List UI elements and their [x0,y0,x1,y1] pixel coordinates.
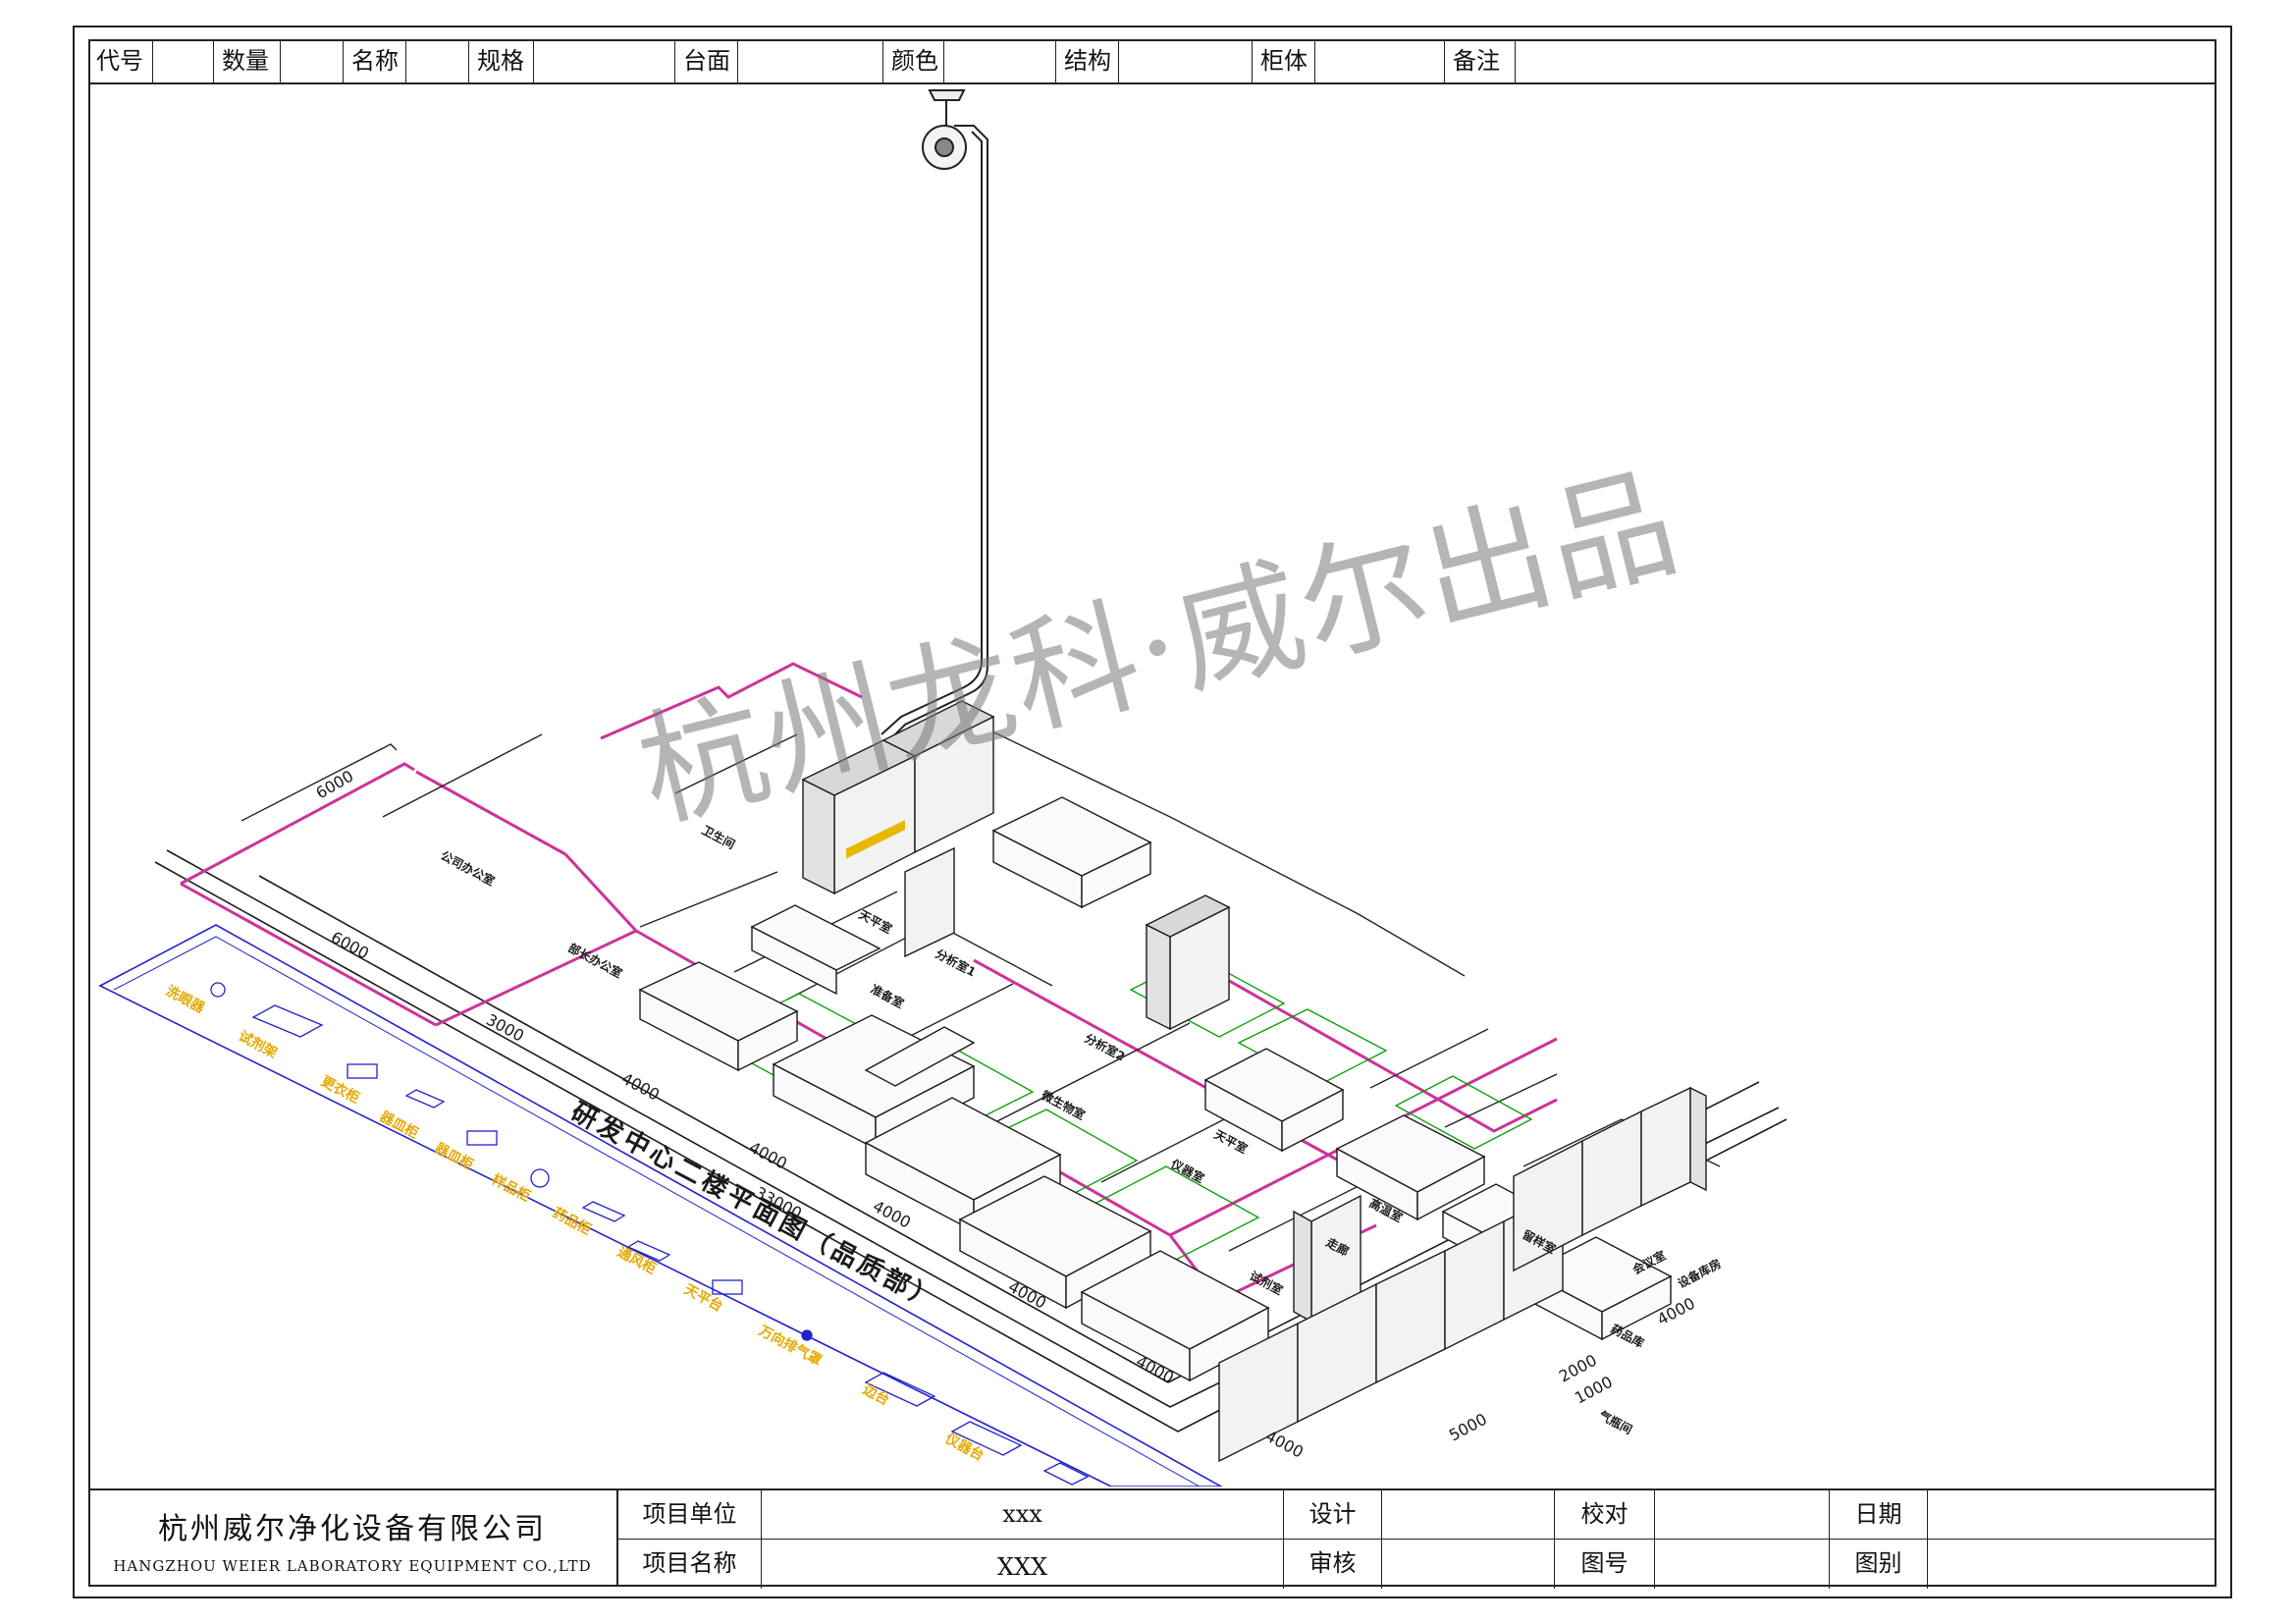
room-label-instrument-room: 仪器室 [1168,1156,1207,1186]
room-label-gas-room: 气瓶间 [1596,1407,1635,1437]
header-cell-cabinet-label: 柜体 [1253,39,1315,82]
header-cell-quantity-label: 数量 [214,39,281,82]
check-label: 校对 [1555,1490,1655,1540]
header-cell-structure-value [1119,39,1253,82]
design-value [1382,1490,1555,1540]
header-cell-spec-value [534,39,675,82]
header-cell-code-label: 代号 [88,39,153,82]
title-block: 杭州威尔净化设备有限公司 HANGZHOU WEIER LABORATORY E… [88,1488,2216,1589]
header-cell-quantity-value [281,39,344,82]
design-label: 设计 [1284,1490,1382,1540]
legend-label-instrument-bench: 仪器台 [941,1430,987,1464]
project-unit-value: xxx [762,1490,1284,1540]
header-cell-name-value [406,39,469,82]
room-label-equipment-storage: 设备库房 [1675,1256,1723,1291]
dimension-label: 6000 [328,928,372,963]
category-value [1928,1540,2216,1589]
header-cell-cabinet-value [1315,39,1445,82]
header-cell-color-label: 颜色 [883,39,944,82]
header-cell-code-value [153,39,214,82]
review-label: 审核 [1284,1540,1382,1589]
dimension-label: 3000 [483,1010,527,1046]
project-name-label: 项目名称 [618,1540,762,1589]
dimension-label: 4000 [618,1069,663,1105]
category-label: 图别 [1830,1540,1928,1589]
room-label-prep-room: 准备室 [869,981,907,1010]
dimension-label: 5000 [1446,1410,1490,1445]
drawing-number-label: 图号 [1555,1540,1655,1589]
legend-label-exhaust-arm: 万向排气罩 [755,1322,825,1369]
drawing-number-value [1655,1540,1830,1589]
room-label-microbiology-room: 微生物室 [1039,1087,1088,1122]
company-block: 杭州威尔净化设备有限公司 HANGZHOU WEIER LABORATORY E… [88,1490,618,1587]
header-cell-countertop-value [738,39,883,82]
exhaust-duct [881,89,988,743]
tall-cabinets [801,700,1707,1463]
legend-label-side-bench: 边台 [859,1380,892,1409]
project-name-value: XXX [762,1540,1284,1589]
legend-strip [98,924,1223,1487]
legend-label-eyewash: 洗眼器 [163,983,208,1017]
date-label: 日期 [1830,1490,1928,1540]
company-name-cn: 杭州威尔净化设备有限公司 [158,1512,547,1546]
room-label-analysis-room-2: 分析室2 [1083,1030,1128,1063]
review-value [1382,1540,1555,1589]
legend-label-ware-cabinet-2: 器皿柜 [431,1139,476,1173]
dimension-label: 4000 [1262,1427,1307,1462]
header-table: 代号 数量 名称 规格 台面 颜色 结构 柜体 备注 [88,39,2216,84]
project-unit-label: 项目单位 [618,1490,762,1540]
legend-label-balance-table: 天平台 [681,1281,725,1316]
header-cell-color-value [944,39,1056,82]
room-label-balance-room-1: 天平室 [857,906,895,936]
header-cell-countertop-label: 台面 [675,39,738,82]
header-cell-spec-label: 规格 [469,39,534,82]
company-name-en: HANGZHOU WEIER LABORATORY EQUIPMENT CO.,… [113,1557,592,1575]
header-cell-structure-label: 结构 [1056,39,1119,82]
lab-benches [638,796,1673,1382]
legend-label-sample-cabinet: 样品柜 [489,1171,533,1206]
room-label-company-office: 公司办公室 [439,847,498,888]
outer-frame [73,26,2232,1598]
floor-plan-drawing: 洗眼器 试剂架 更衣柜 器皿柜 器皿柜 样品柜 药品柜 通风柜 天平台 万向排气… [98,89,1788,1487]
dimension-label: 6000 [313,767,357,803]
inner-frame [88,39,2216,1587]
header-cell-remarks-label: 备注 [1445,39,1516,82]
legend-label-fume-hood: 通风柜 [614,1244,659,1278]
header-cell-name-label: 名称 [344,39,406,82]
check-value [1655,1490,1830,1540]
dimension-label: 4000 [870,1197,914,1232]
dimension-label: 4000 [746,1138,790,1173]
room-label-analysis-room-1: 分析室1 [934,946,979,979]
legend-label-ware-cabinet-1: 器皿柜 [376,1108,421,1142]
date-value [1928,1490,2216,1540]
header-cell-remarks-value [1516,39,2213,82]
